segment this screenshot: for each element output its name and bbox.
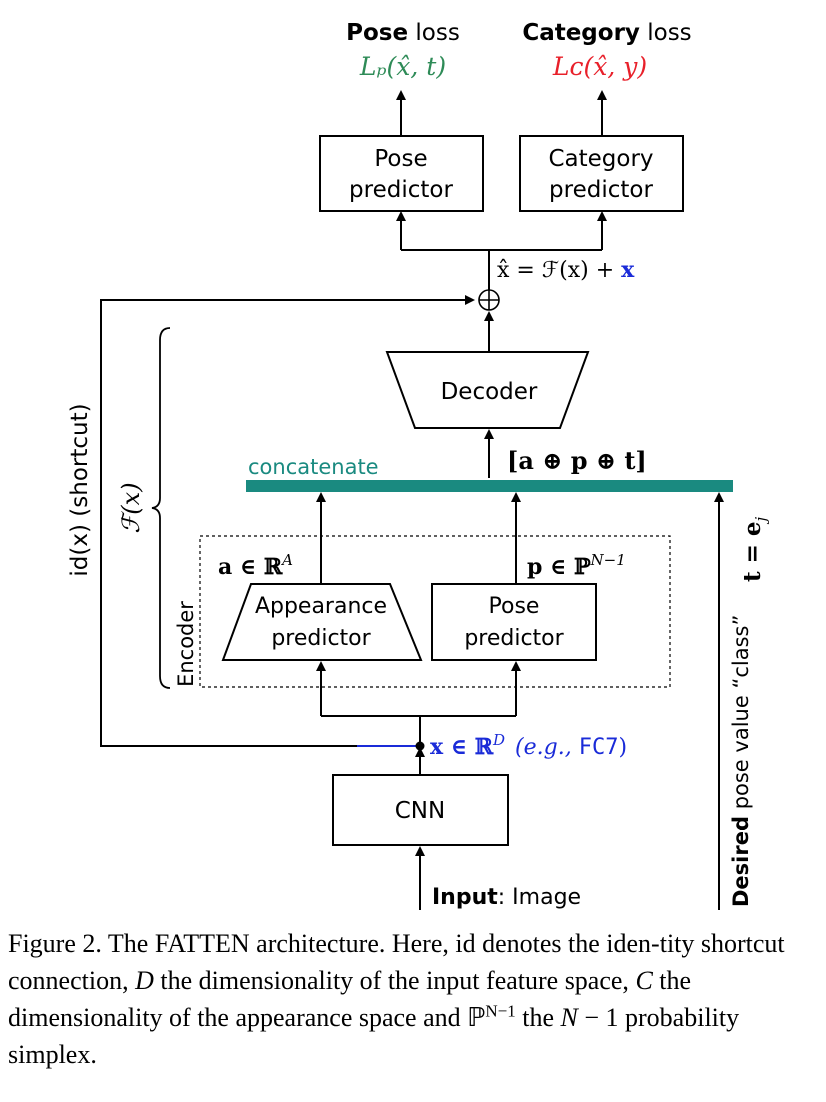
fx-brace <box>151 327 171 689</box>
appearance-predictor-line1: Appearance <box>255 594 387 619</box>
pose-predictor-bottom-line1: Pose <box>489 594 540 619</box>
appearance-predictor-line2: predictor <box>271 626 371 651</box>
t-equals-ej-label: t = ej <box>739 516 770 582</box>
pose-loss-formula: Lₚ(x̂, t) <box>359 52 446 81</box>
decoder-label: Decoder <box>441 379 538 405</box>
x-in-RD-label: x ∈ ℝD(e.g., FC7) <box>430 731 627 760</box>
figure-caption: Figure 2. The FATTEN architecture. Here,… <box>8 929 785 1069</box>
feature-vector-node <box>415 741 425 751</box>
split-connector <box>401 249 602 290</box>
a-in-RA-label: a ∈ ℝA <box>218 551 293 580</box>
p-in-PN-label: p ∈ ℙN−1 <box>527 551 626 580</box>
category-loss-formula: Lᴄ(x̂, y) <box>552 52 647 81</box>
cnn-block: CNN <box>332 774 509 846</box>
shortcut-label: id(x) (shortcut) <box>67 403 93 576</box>
fatten-architecture-diagram: Pose loss Lₚ(x̂, t) Category loss Lᴄ(x̂,… <box>67 20 770 910</box>
pose-predictor-bottom: Pose predictor <box>431 583 597 661</box>
pose-loss-title: Pose loss <box>346 20 460 46</box>
encoder-label: Encoder <box>174 601 198 687</box>
category-loss-title: Category loss <box>522 20 691 46</box>
appearance-predictor: Appearance predictor <box>221 583 423 661</box>
residual-sum-node <box>478 289 500 311</box>
pose-predictor-top: Pose predictor <box>319 135 484 212</box>
encoder-region <box>199 535 671 688</box>
encoder-split-connector <box>321 715 516 746</box>
pose-predictor-bottom-line2: predictor <box>464 626 564 651</box>
fx-label: ℱ(x) <box>117 482 145 533</box>
category-predictor: Category predictor <box>519 135 684 212</box>
decoder: Decoder <box>385 351 590 429</box>
concatenate-bar <box>246 480 733 492</box>
concatenate-label: concatenate <box>248 455 379 479</box>
category-predictor-line2: predictor <box>549 177 653 203</box>
desired-pose-label: Desired pose value “class” <box>729 615 753 907</box>
cnn-label: CNN <box>395 798 445 824</box>
shortcut-connection <box>100 295 475 747</box>
category-predictor-line1: Category <box>548 146 653 172</box>
pose-predictor-top-line2: predictor <box>349 177 453 203</box>
input-label: Input: Image <box>432 885 581 910</box>
xhat-equation: x̂ = ℱ(x) + x <box>497 257 635 283</box>
pose-predictor-top-line1: Pose <box>374 146 427 172</box>
concat-vector-label: [a ⊕ p ⊕ t] <box>507 446 647 475</box>
